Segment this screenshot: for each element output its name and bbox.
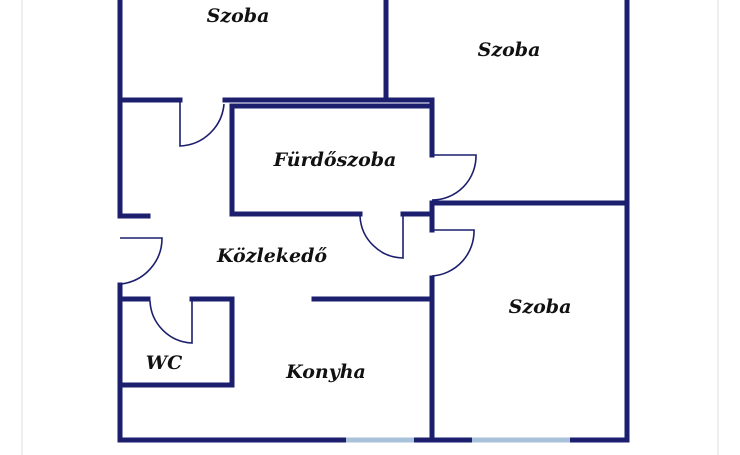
label-wc: WC (146, 352, 182, 374)
door-swing-corridor (359, 214, 404, 259)
label-szoba-top-right: Szoba (478, 39, 541, 61)
door-swing-bathroom (431, 154, 477, 201)
door-swing-bottom-right-room (431, 229, 475, 277)
label-szoba-top-left: Szoba (207, 5, 270, 27)
doors (119, 100, 477, 344)
label-kozlekedo: Közlekedő (216, 245, 327, 267)
room-labels: Szoba Szoba Fürdőszoba Közlekedő Szoba W… (146, 5, 572, 383)
door-swing-wc (149, 299, 193, 344)
label-szoba-bottom-right: Szoba (509, 296, 572, 318)
walls (117, 0, 630, 443)
label-konyha: Konyha (285, 361, 366, 383)
label-furdoszoba: Fürdőszoba (273, 149, 397, 171)
door-swing-top-left-room (179, 100, 225, 147)
door-swing-entrance (119, 237, 163, 285)
